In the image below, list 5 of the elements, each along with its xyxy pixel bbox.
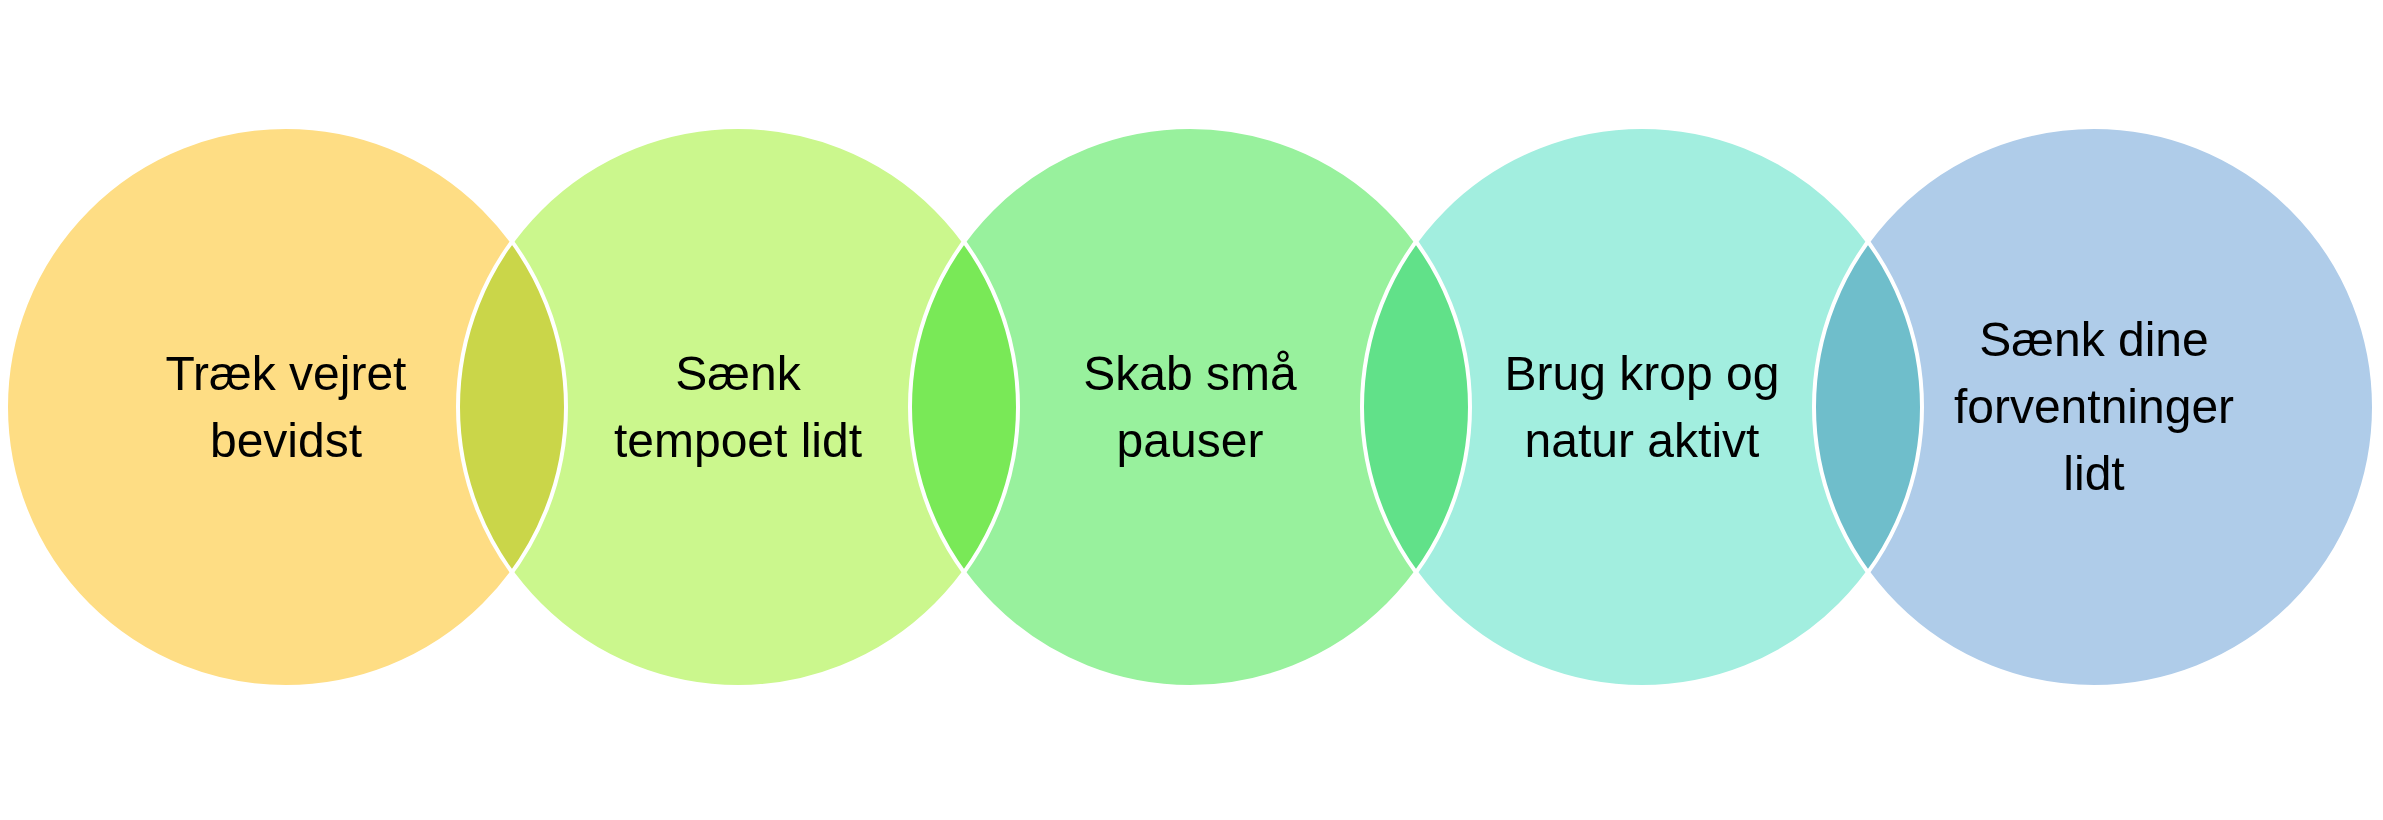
step-label: Sænk tempoet lidt	[612, 345, 864, 469]
step-label: Sænk dine forventninger lidt	[1952, 312, 2236, 503]
step-label: Brug krop og natur aktivt	[1503, 345, 1781, 469]
step-label: Træk vejret bevidst	[164, 345, 408, 469]
step-label: Skab små pauser	[1082, 345, 1298, 469]
